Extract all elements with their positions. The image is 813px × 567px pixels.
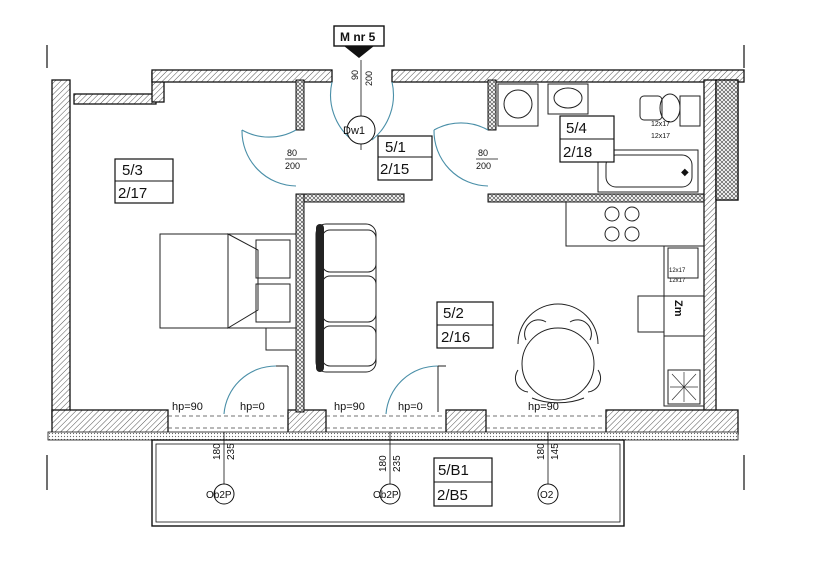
room-5-4-code: 2/18 [563,144,592,161]
fridge-label: Zm [672,300,684,317]
window-1-height: 180 [212,443,223,460]
room-5-b1-id: 5/B1 [438,462,469,479]
bedroom-door-width: 80 [287,148,297,158]
window-2-height: 180 [378,455,389,472]
unit-marker-label: M nr 5 [340,30,376,44]
entrance-door-height: 200 [364,71,374,86]
sill-label-2: hp=0 [240,401,265,413]
room-5-3-id: 5/3 [122,162,143,179]
balcony-outline [151,439,625,527]
room-label-boxes [114,115,615,507]
window-3-width: 145 [550,443,561,460]
entrance-door [330,60,394,150]
room-5-1-id: 5/1 [385,139,406,156]
balcony-railing [155,443,621,523]
window-1-width: 235 [226,443,237,460]
bathroom-door [433,122,489,187]
window-3-height: 180 [536,443,547,460]
kitchen-vent-2: 12x17 [669,278,686,284]
room-5-3-code: 2/17 [118,185,147,202]
kitchen [565,201,705,407]
kitchen-vent-1: 12x17 [669,268,686,274]
window-tags [213,483,559,505]
window-2-width: 235 [392,455,403,472]
bedroom-door-height: 200 [285,161,300,171]
bedroom-door [241,129,297,187]
bed [159,233,297,351]
interior-walls [295,79,705,413]
room-5-1-code: 2/15 [380,161,409,178]
bathroom-vent-2: 12x17 [651,133,670,140]
entrance-door-tag: Dw1 [343,125,365,137]
room-5-b1-code: 2/B5 [437,487,468,504]
room-5-2-id: 5/2 [443,305,464,322]
dining-table [514,303,602,404]
exterior-walls [47,69,745,441]
window-1-tag: Ob2P [206,490,232,501]
sill-label-3: hp=90 [334,401,365,413]
entrance-door-width: 90 [350,70,360,80]
section-axis-lines [46,45,745,490]
room-5-4-id: 5/4 [566,120,587,137]
window-2-tag: Ob2P [373,490,399,501]
sill-label-4: hp=0 [398,401,423,413]
svg-text:◆: ◆ [681,167,689,178]
unit-marker [333,25,385,58]
window-3-tag: O2 [540,490,554,501]
balcony-doors [168,365,606,429]
bathroom-door-width: 80 [478,148,488,158]
sofa [315,223,377,373]
sill-label-5: hp=90 [528,401,559,413]
room-5-2-code: 2/16 [441,329,470,346]
sill-label-1: hp=90 [172,401,203,413]
bathroom-fixtures: ◆ [497,83,701,193]
bathroom-door-height: 200 [476,161,491,171]
bathroom-vent-1: 12x17 [651,121,670,128]
